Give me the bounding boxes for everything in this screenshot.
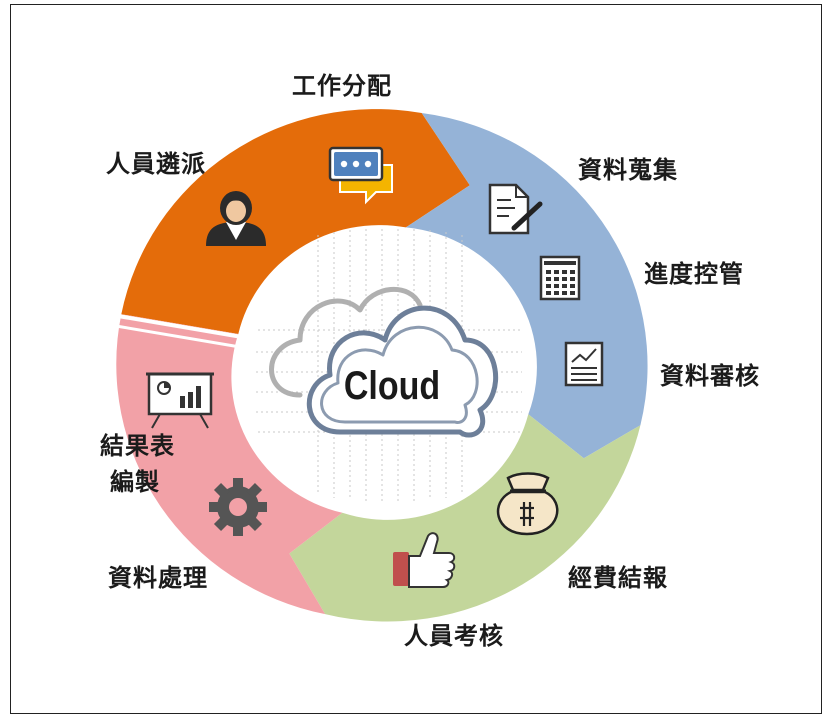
cloud-icon — [269, 287, 498, 438]
separator-stripe — [117, 314, 243, 339]
segment-expense-review — [289, 414, 641, 622]
label-data-processing: 資料處理 — [108, 564, 208, 592]
label-expense-report: 經費結報 — [568, 564, 668, 592]
label-data-collection: 資料蒐集 — [578, 156, 678, 184]
gear-icon — [209, 478, 267, 536]
presentation-board-icon — [146, 372, 214, 429]
separator-stripe — [115, 324, 241, 349]
person-icon — [206, 191, 266, 246]
cloud-label: Cloud — [343, 364, 441, 408]
chat-bubble-icon — [328, 146, 393, 205]
label-work-allocation: 工作分配 — [292, 72, 392, 100]
money-bag-icon — [496, 472, 559, 536]
calendar-icon — [539, 255, 581, 301]
label-personnel-dispatch: 人員遴派 — [106, 150, 206, 178]
label-result-table-line1: 結果表 — [100, 432, 175, 460]
label-data-review: 資料審核 — [660, 362, 760, 390]
label-progress-control: 進度控管 — [644, 260, 744, 288]
label-result-table-line2: 編製 — [110, 468, 160, 496]
label-personnel-evaluation: 人員考核 — [404, 622, 504, 650]
chart-document-icon — [564, 341, 604, 387]
diagram-frame — [10, 4, 822, 714]
thumbs-up-icon — [393, 532, 456, 588]
document-pen-icon — [488, 183, 543, 235]
